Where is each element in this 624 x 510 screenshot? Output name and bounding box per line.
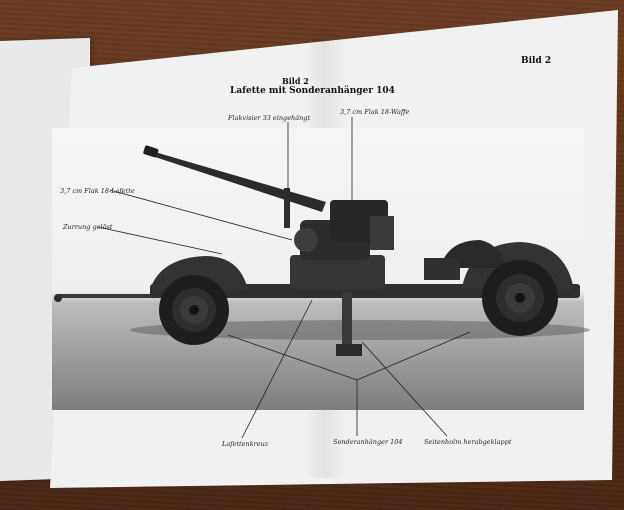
page-corner-label: Bild 2 — [521, 56, 552, 66]
carriage-base — [290, 255, 385, 290]
figure-title: Lafette mit Sonderanhänger 104 — [230, 86, 395, 96]
right-wheel — [482, 260, 558, 336]
label-flak-waffe: 3,7 cm Flak 18-Waffe — [340, 108, 410, 116]
label-flak-lafette: 3,7 cm Flak 18-Lafette — [60, 187, 135, 195]
label-seitenholm: Seitenholm herabgeklappt — [424, 438, 512, 446]
muzzle — [143, 145, 159, 158]
rear-assembly — [424, 258, 460, 280]
outrigger-foot — [336, 344, 362, 356]
sight-mast — [284, 188, 290, 228]
tow-eye — [54, 294, 62, 302]
tow-bar — [58, 294, 158, 298]
label-flakvisier: Flakvisier 33 eingehängt — [228, 114, 311, 122]
ammo-box — [370, 216, 394, 250]
leader-lines — [97, 117, 471, 439]
handwheel — [294, 228, 318, 252]
gun-barrel — [148, 150, 326, 212]
outrigger-leg — [342, 292, 352, 347]
label-lafettenkreuz: Lafettenkreuz — [222, 440, 269, 448]
figure-number: Bild 2 — [282, 76, 309, 86]
label-zurrung: Zurrung gelöst — [63, 223, 113, 231]
label-sonderanhaenger: Sonderanhänger 104 — [333, 438, 403, 446]
left-wheel — [159, 275, 229, 345]
ground-shadow — [130, 320, 590, 340]
